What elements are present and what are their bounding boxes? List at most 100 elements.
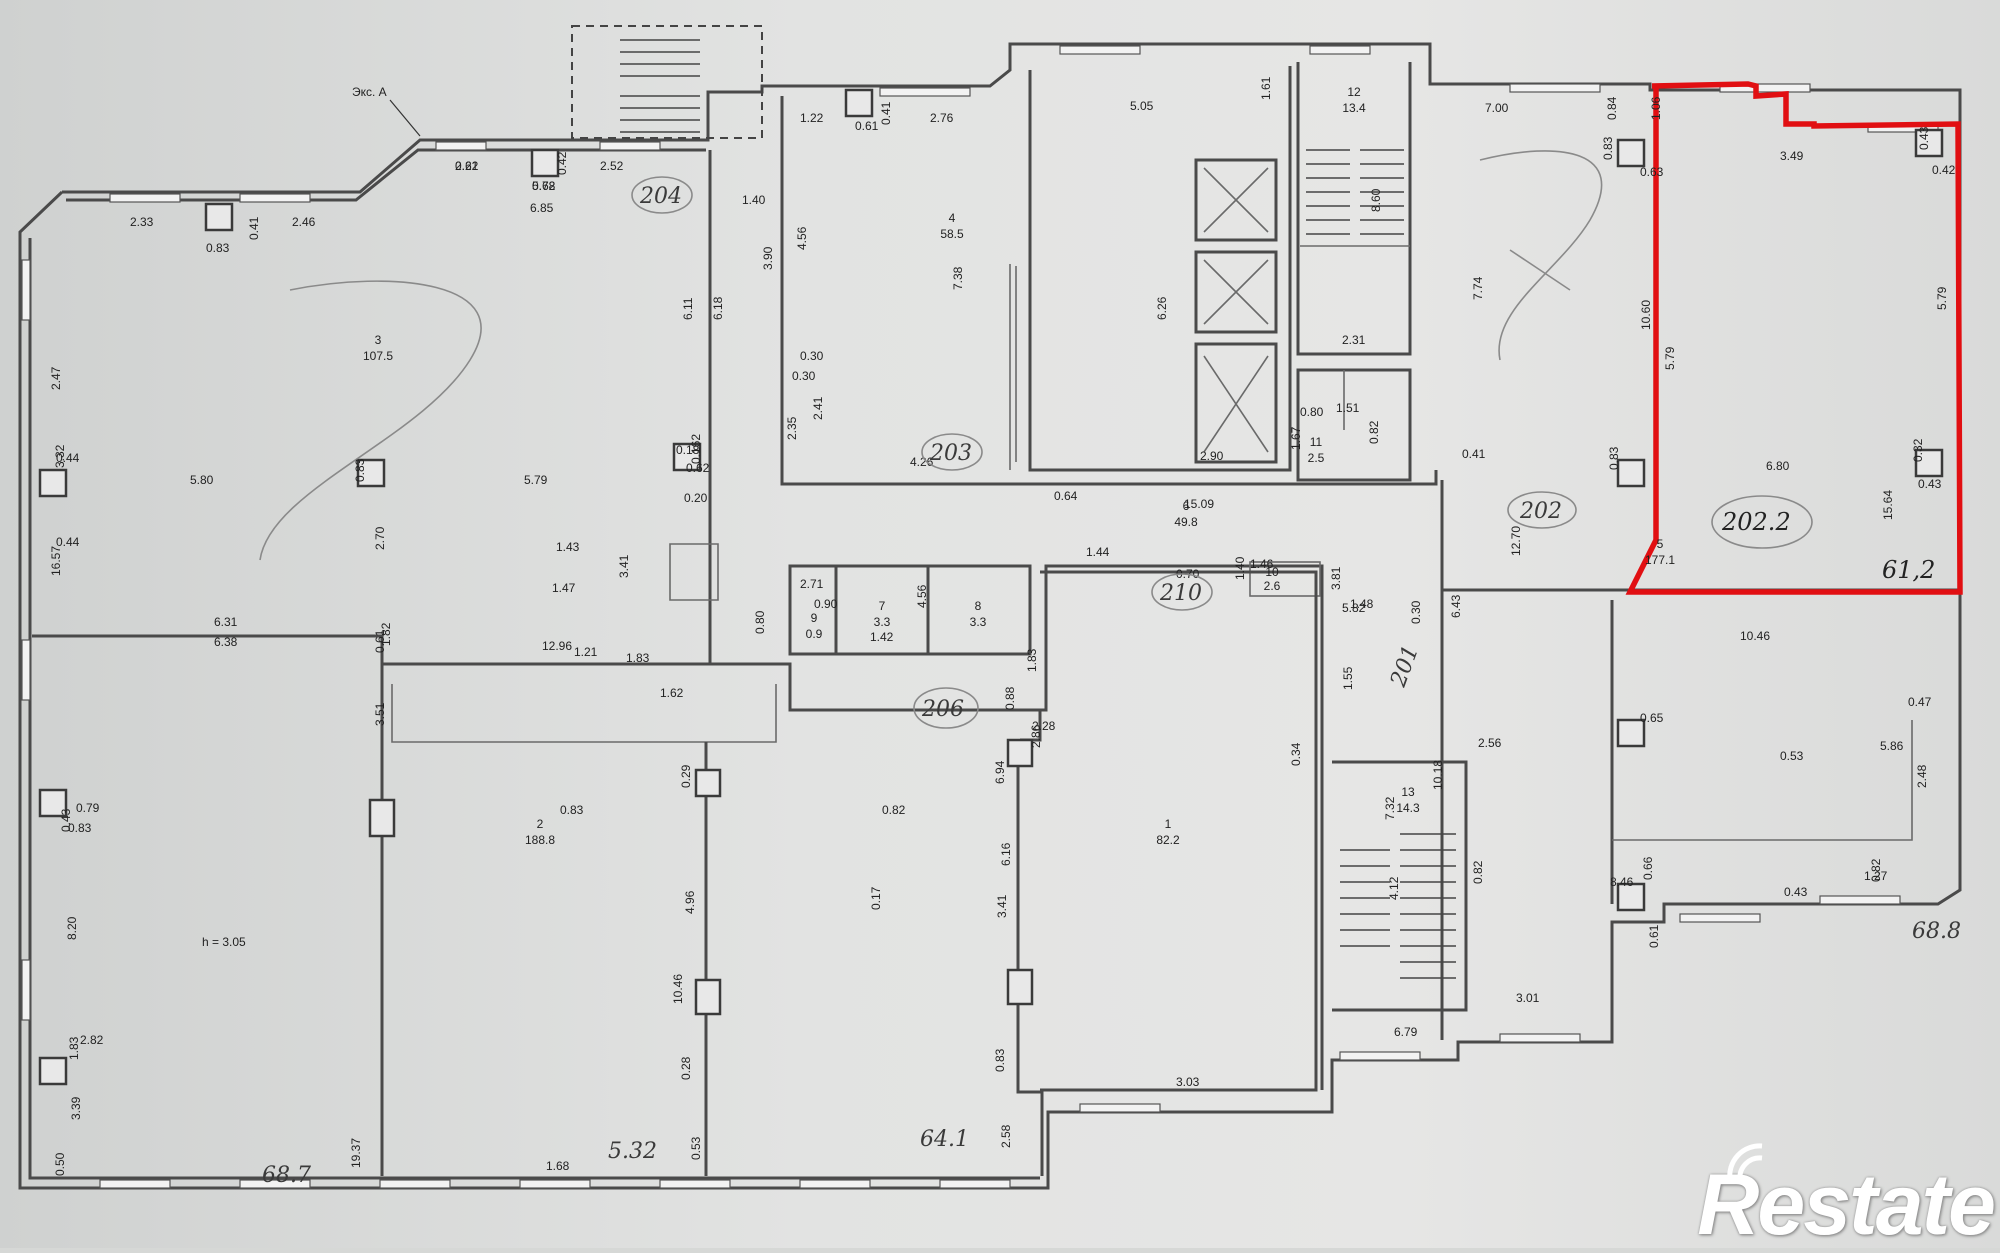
dimension-label: 1.47 bbox=[552, 581, 576, 595]
room-number: 10 bbox=[1265, 565, 1279, 579]
dimension-label: 0.83 bbox=[353, 458, 367, 482]
dimension-label: 0.64 bbox=[1054, 489, 1078, 503]
room-area: 107.5 bbox=[363, 349, 393, 363]
dimension-label: 0.82 bbox=[1471, 860, 1485, 884]
dimension-label: 2.33 bbox=[130, 215, 154, 229]
sheet-label: Экс. А bbox=[352, 85, 387, 99]
dimension-label: 0.82 bbox=[1869, 858, 1883, 882]
dimension-label: 1.21 bbox=[574, 645, 598, 659]
room-area: 13.4 bbox=[1342, 101, 1366, 115]
dimension-label: 0.53 bbox=[689, 1136, 703, 1160]
dimension-label: 8.60 bbox=[1369, 188, 1383, 212]
room-number: 1 bbox=[1165, 817, 1172, 831]
columns bbox=[38, 88, 1944, 1086]
dimension-label: 7.74 bbox=[1471, 276, 1485, 300]
dimension-label: 7.00 bbox=[1485, 101, 1509, 115]
dimension-label: 2.35 bbox=[785, 416, 799, 440]
dimension-label: 2.47 bbox=[49, 366, 63, 390]
dimension-label: 0.44 bbox=[56, 451, 80, 465]
dimension-label: 5.79 bbox=[524, 473, 548, 487]
dimension-label: 0.88 bbox=[1003, 686, 1017, 710]
dimension-label: 6.38 bbox=[214, 635, 238, 649]
room-area: 3.3 bbox=[970, 615, 987, 629]
dimension-label: 0.43 bbox=[1918, 477, 1942, 491]
dimension-label: 19.37 bbox=[349, 1138, 363, 1168]
dimension-label: 0.83 bbox=[560, 803, 584, 817]
dimension-label: 1.44 bbox=[1086, 545, 1110, 559]
dimension-label: 0.82 bbox=[1367, 420, 1381, 444]
handwritten-notes: 204 203 210 206 202 201 202.2 61,2 5.32 … bbox=[262, 176, 1961, 1188]
dimension-label: 0.42 bbox=[1932, 163, 1956, 177]
handwritten-note: 204 bbox=[639, 184, 682, 209]
dimension-label: 7.32 bbox=[1383, 796, 1397, 820]
dimension-label: 0.62 bbox=[532, 179, 556, 193]
dimension-label: 0.29 bbox=[679, 764, 693, 788]
room-number: 2 bbox=[537, 817, 544, 831]
room-area: 188.8 bbox=[525, 833, 555, 847]
dimension-label: 2.31 bbox=[1342, 333, 1366, 347]
dimension-label: 1.43 bbox=[556, 540, 580, 554]
dimension-label: 3.49 bbox=[1780, 149, 1804, 163]
handwritten-note: 201 bbox=[1386, 642, 1424, 691]
dimension-label: 2.76 bbox=[930, 111, 954, 125]
dimension-label: 0.61 bbox=[1647, 924, 1661, 948]
dimension-label: 0.83 bbox=[993, 1048, 1007, 1072]
room-number: 13 bbox=[1401, 785, 1415, 799]
dimension-label: 6.80 bbox=[1766, 459, 1790, 473]
room-number: 9 bbox=[811, 611, 818, 625]
dimension-label: 3.39 bbox=[69, 1096, 83, 1120]
room-area: 82.2 bbox=[1156, 833, 1180, 847]
room-area: 2.6 bbox=[1264, 579, 1281, 593]
dimension-label: 6.94 bbox=[993, 760, 1007, 784]
dimension-label: 6.31 bbox=[214, 615, 238, 629]
room-number: 3 bbox=[375, 333, 382, 347]
dimension-label: 4.96 bbox=[683, 890, 697, 914]
dimension-label: 6.43 bbox=[1449, 594, 1463, 618]
dimension-label: 0.66 bbox=[1641, 856, 1655, 880]
dimension-label: 8.46 bbox=[1610, 875, 1634, 889]
dimension-label: 5.86 bbox=[1880, 739, 1904, 753]
dimension-label: 2.48 bbox=[1915, 764, 1929, 788]
dimension-label: 3.03 bbox=[1176, 1075, 1200, 1089]
dimension-label: 0.28 bbox=[679, 1056, 693, 1080]
dimension-label: 5.79 bbox=[1663, 346, 1677, 370]
dimension-label: 1.40 bbox=[1233, 556, 1247, 580]
dimension-label: 0.62 bbox=[686, 461, 710, 475]
dimension-label: 0.30 bbox=[792, 369, 816, 383]
dimension-label: 1.22 bbox=[800, 111, 824, 125]
dimension-label: 3.32 bbox=[53, 444, 67, 468]
dimension-label: 0.41 bbox=[879, 101, 893, 125]
dimension-label: 4.26 bbox=[910, 455, 934, 469]
room-area: 2.5 bbox=[1308, 451, 1325, 465]
dimension-label: 2.52 bbox=[600, 159, 624, 173]
dimension-label: 0.80 bbox=[1300, 405, 1324, 419]
dimension-label: 0.47 bbox=[1908, 695, 1932, 709]
dimension-label: 1.06 bbox=[1649, 96, 1663, 120]
dimension-label: 0.41 bbox=[247, 216, 261, 240]
dimension-label: 2.82 bbox=[80, 1033, 104, 1047]
dimension-label: 0.43 bbox=[1917, 126, 1931, 150]
pencil-scribbles bbox=[259, 150, 1603, 561]
dimension-label: 2.28 bbox=[1032, 719, 1056, 733]
dimension-label: 0.84 bbox=[1605, 96, 1619, 120]
dimension-label: 3.81 bbox=[1329, 566, 1343, 590]
dimension-label: 0.63 bbox=[1640, 165, 1664, 179]
room-area: 14.3 bbox=[1396, 801, 1420, 815]
dimension-label: 12.96 bbox=[542, 639, 572, 653]
dimension-label: 3.51 bbox=[373, 702, 387, 726]
dimension-label: 0.20 bbox=[684, 491, 708, 505]
windows bbox=[21, 45, 1939, 1189]
room-area: 177.1 bbox=[1645, 553, 1675, 567]
dimension-label: 15.09 bbox=[1184, 497, 1214, 511]
dimension-label: 0.42 bbox=[555, 151, 569, 175]
dimension-label: 1.83 bbox=[67, 1036, 81, 1060]
room-number: 8 bbox=[975, 599, 982, 613]
handwritten-note: 203 bbox=[929, 441, 972, 466]
dimension-label: 0.17 bbox=[869, 886, 883, 910]
watermark-text: Restate bbox=[1697, 1157, 1996, 1253]
dimension-label: 0.50 bbox=[53, 1152, 67, 1176]
dimension-label: 2.86 bbox=[1029, 724, 1043, 748]
room-number: 5 bbox=[1657, 537, 1664, 551]
dimension-label: 5.79 bbox=[1935, 286, 1949, 310]
